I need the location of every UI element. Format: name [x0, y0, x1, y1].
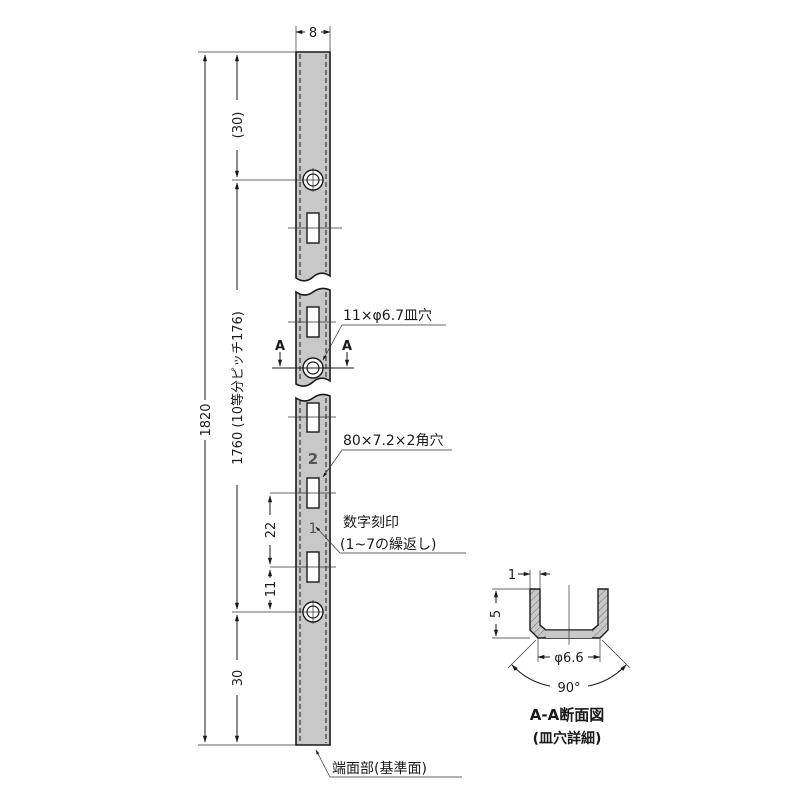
rail-segment-top [295, 51, 331, 282]
dim-slot-pitch: 22 [264, 522, 279, 539]
dim-wall-thickness: 1 [508, 568, 516, 583]
section-marker-left: A [275, 339, 285, 354]
label-round-hole: 11×φ6.7皿穴 [343, 308, 432, 324]
label-number-stamp-note: (1~7の繰返し) [340, 537, 436, 553]
label-end-face: 端面部(基準面) [332, 760, 427, 777]
section-subtitle: (皿穴詳細) [533, 730, 602, 747]
section-marker-right: A [342, 339, 352, 354]
countersunk-hole [302, 600, 324, 624]
label-square-hole: 80×7.2×2角穴 [343, 433, 443, 449]
dim-top-offset: (30) [231, 112, 246, 139]
square-slots [270, 212, 342, 583]
dim-pitch-span: 1760 (10等分ピッチ176) [230, 311, 246, 465]
dim-total-length: 1820 [199, 403, 214, 436]
stamp-number-1: 1 [309, 521, 318, 537]
section-title: A-A断面図 [530, 706, 604, 724]
label-number-stamp: 数字刻印 [343, 515, 399, 531]
dim-countersink-diameter: φ6.6 [554, 651, 583, 666]
dim-bottom-offset: 30 [231, 670, 246, 687]
dim-section-height: 5 [489, 610, 504, 618]
stamp-number-2: 2 [308, 450, 318, 468]
section-view-a-a: 1 5 φ6.6 90° A-A断面図 (皿穴詳細) [489, 568, 631, 747]
dim-countersink-angle: 90° [557, 681, 580, 696]
dim-width: 8 [309, 26, 317, 41]
dim-hole-to-slot: 11 [264, 581, 279, 598]
